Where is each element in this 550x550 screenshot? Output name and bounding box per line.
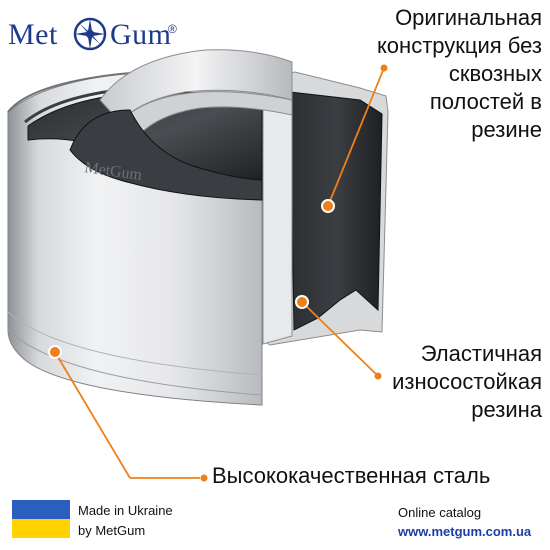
callout-elastic-rubber: Эластичная износостойкая резина	[360, 340, 542, 424]
callout-original-design: Оригинальная конструкция без сквозных по…	[360, 4, 542, 144]
registered-mark: ®	[168, 22, 178, 36]
rubber-cut-section	[289, 91, 383, 331]
made-in-label: Made in Ukraine by MetGum	[78, 502, 173, 540]
catalog-link[interactable]: www.metgum.com.ua	[398, 524, 532, 539]
metgum-logo-icon	[73, 17, 107, 51]
brand-logo-right-text: Gum	[110, 18, 172, 51]
callout-dot-icon	[48, 64, 388, 482]
by-metgum-text: by MetGum	[78, 523, 146, 538]
ukraine-flag-icon	[12, 500, 70, 538]
callout-elastic-rubber-text: Эластичная износостойкая резина	[392, 341, 542, 422]
catalog-label: Online catalog	[398, 505, 482, 520]
callout-lines	[54, 67, 385, 479]
callout-steel: Высококачественная сталь	[212, 462, 490, 490]
catalog-block: Online catalog	[398, 504, 481, 522]
rubber-cone	[69, 109, 263, 201]
made-in-text: Made in Ukraine	[78, 503, 173, 518]
brand-logo-left-text: Met	[8, 18, 58, 51]
callout-steel-text: Высококачественная сталь	[212, 463, 491, 488]
inner-tube-top	[99, 49, 293, 123]
callout-original-design-text: Оригинальная конструкция без сквозных по…	[376, 5, 542, 142]
